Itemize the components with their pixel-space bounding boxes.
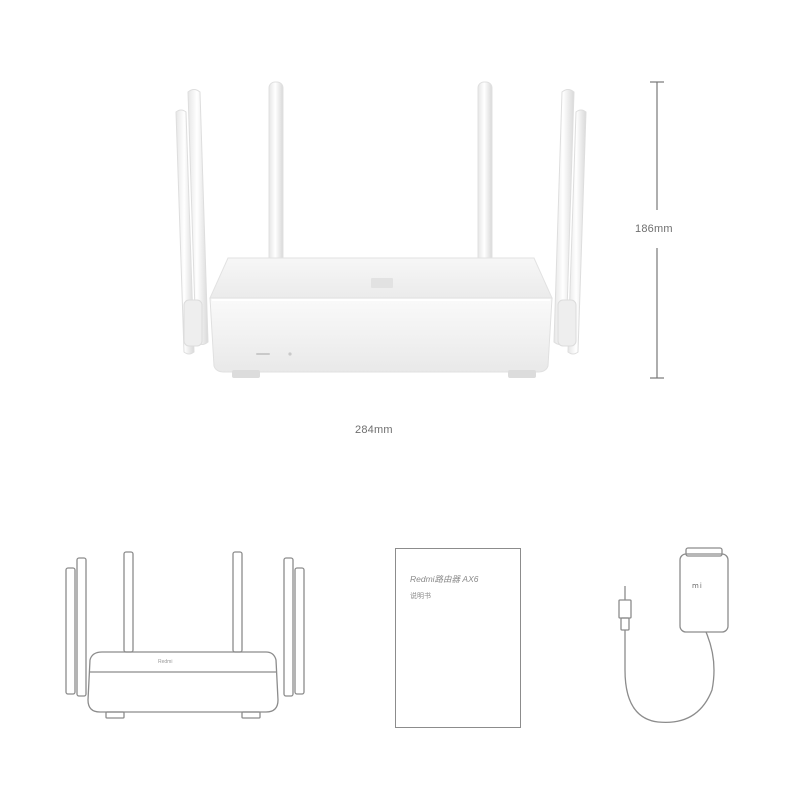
antenna-back-left xyxy=(268,81,284,283)
router-drawing-badge: Redmi xyxy=(158,659,173,665)
antenna-left-outer xyxy=(175,109,195,355)
power-adapter-drawing xyxy=(618,547,729,724)
router-line-drawing xyxy=(65,551,305,719)
manual-title: Redmi路由器 AX6 xyxy=(410,574,479,584)
antenna-back-right xyxy=(477,81,493,283)
height-dimension-line xyxy=(650,81,664,379)
height-dimension-label: 186mm xyxy=(632,223,676,235)
adapter-mi-logo: mi xyxy=(692,582,703,590)
router-product-photo xyxy=(175,81,664,379)
router-body xyxy=(209,257,553,378)
width-dimension-label: 284mm xyxy=(352,424,396,436)
user-manual: Redmi路由器 AX6 说明书 xyxy=(395,548,521,728)
manual-subtitle: 说明书 xyxy=(410,593,431,600)
antenna-right-outer xyxy=(567,109,587,355)
router-top-badge xyxy=(371,278,393,288)
